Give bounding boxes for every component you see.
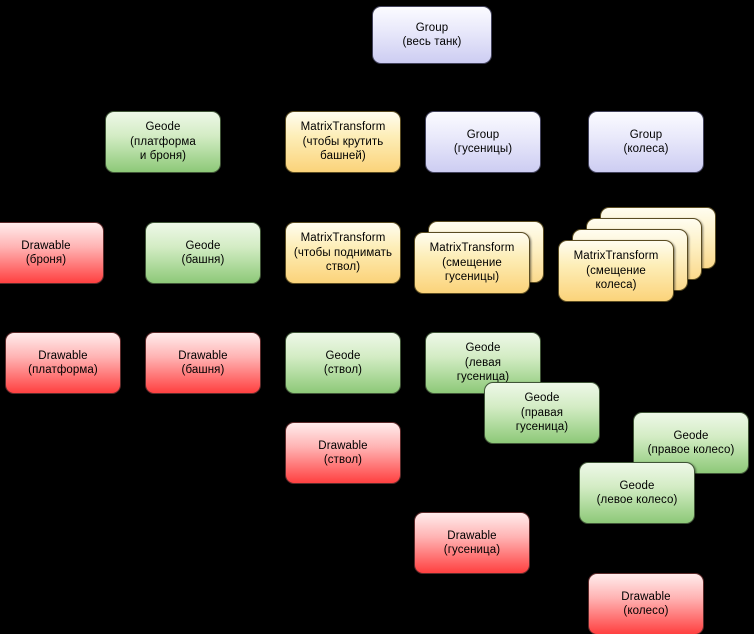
node-text: Drawable (ствол) [318, 439, 367, 468]
node-text: MatrixTransform(чтобы крутить башней) [301, 120, 386, 164]
node-drawable-barrel[interactable]: Drawable (ствол) [285, 422, 401, 484]
node-text: Geode (башня) [182, 239, 225, 268]
node-label: Drawable [447, 529, 497, 542]
node-sublabel: (ствол) [323, 364, 363, 376]
node-text: Drawable (гусеница) [444, 529, 500, 558]
node-label: MatrixTransform [573, 250, 659, 263]
node-geode-platform-armor[interactable]: Geode(платформа и броня) [105, 111, 221, 173]
node-text: Group (колеса) [623, 128, 668, 157]
node-text: MatrixTransform(смещение гусеницы) [430, 241, 515, 285]
node-group-tracks[interactable]: Group (гусеницы) [425, 111, 541, 173]
node-label: MatrixTransform [300, 232, 386, 245]
node-text: Drawable (броня) [21, 239, 70, 268]
node-label: Geode [185, 239, 221, 252]
node-text: Geode(платформа и броня) [130, 120, 196, 164]
node-label: Drawable [178, 349, 228, 362]
node-sublabel: (гусеница) [443, 544, 501, 556]
node-label: Drawable [318, 439, 368, 452]
node-drawable-track[interactable]: Drawable (гусеница) [414, 512, 530, 574]
node-sublabel: (платформа и броня) [130, 135, 196, 163]
node-label: Geode [619, 479, 655, 492]
node-label: Geode [465, 342, 501, 355]
node-sublabel: (левое колесо) [596, 494, 678, 506]
node-sublabel: (платформа) [28, 364, 98, 376]
node-sublabel: (левая гусеница) [456, 356, 510, 384]
node-drawable-wheel[interactable]: Drawable (колесо) [588, 573, 704, 634]
node-mt-track-offset[interactable]: MatrixTransform(смещение гусеницы) [414, 232, 530, 294]
node-sublabel: (башня) [181, 364, 225, 376]
node-text: Geode(правая гусеница) [516, 391, 568, 435]
node-drawable-turret[interactable]: Drawable (башня) [145, 332, 261, 394]
node-label: Drawable [621, 590, 671, 603]
node-geode-barrel[interactable]: Geode (ствол) [285, 332, 401, 394]
node-mt-turret-rotate[interactable]: MatrixTransform(чтобы крутить башней) [285, 111, 401, 173]
node-label: Geode [145, 121, 181, 134]
node-text: Geode(левая гусеница) [457, 341, 509, 385]
node-sublabel: (гусеницы) [453, 143, 513, 155]
node-text: MatrixTransform(смещение колеса) [574, 249, 659, 293]
node-text: Group (весь танк) [403, 21, 462, 50]
node-sublabel: (правая гусеница) [515, 406, 569, 434]
node-sublabel: (колесо) [623, 605, 669, 617]
node-mt-wheel-offset[interactable]: MatrixTransform(смещение колеса) [558, 240, 674, 302]
node-drawable-armor[interactable]: Drawable (броня) [0, 222, 104, 284]
node-text: Geode (левое колесо) [597, 479, 678, 508]
node-text: MatrixTransform(чтобы поднимать ствол) [294, 231, 392, 275]
node-label: Group [629, 128, 663, 141]
node-sublabel: (смещение колеса) [586, 264, 646, 292]
node-label: Drawable [38, 349, 88, 362]
node-label: Geode [524, 392, 560, 405]
node-text: Drawable (башня) [178, 349, 227, 378]
node-sublabel: (башня) [181, 254, 225, 266]
node-sublabel: (колеса) [623, 143, 669, 155]
node-geode-left-wheel[interactable]: Geode (левое колесо) [579, 462, 695, 524]
node-text: Drawable (платформа) [28, 349, 98, 378]
node-sublabel: (правое колесо) [647, 444, 735, 456]
node-sublabel: (чтобы крутить башней) [302, 135, 384, 163]
node-label: MatrixTransform [429, 242, 515, 255]
node-label: Geode [325, 349, 361, 362]
node-geode-turret[interactable]: Geode (башня) [145, 222, 261, 284]
node-sublabel: (чтобы поднимать ствол) [293, 246, 393, 274]
node-label: MatrixTransform [300, 121, 386, 134]
node-sublabel: (ствол) [323, 454, 363, 466]
node-label: Group [466, 128, 500, 141]
node-label: Geode [673, 429, 709, 442]
node-sublabel: (весь танк) [402, 36, 462, 48]
node-root-group[interactable]: Group (весь танк) [372, 6, 492, 64]
node-geode-right-track[interactable]: Geode(правая гусеница) [484, 382, 600, 444]
node-group-wheels[interactable]: Group (колеса) [588, 111, 704, 173]
node-sublabel: (смещение гусеницы) [442, 256, 502, 284]
node-drawable-platform[interactable]: Drawable (платформа) [5, 332, 121, 394]
node-text: Geode (ствол) [324, 349, 362, 378]
node-text: Geode (правое колесо) [648, 429, 735, 458]
node-label: Drawable [21, 239, 71, 252]
node-label: Group [415, 21, 449, 34]
node-sublabel: (броня) [25, 254, 67, 266]
node-mt-barrel-elevate[interactable]: MatrixTransform(чтобы поднимать ствол) [285, 222, 401, 284]
node-text: Group (гусеницы) [454, 128, 512, 157]
node-text: Drawable (колесо) [621, 590, 670, 619]
